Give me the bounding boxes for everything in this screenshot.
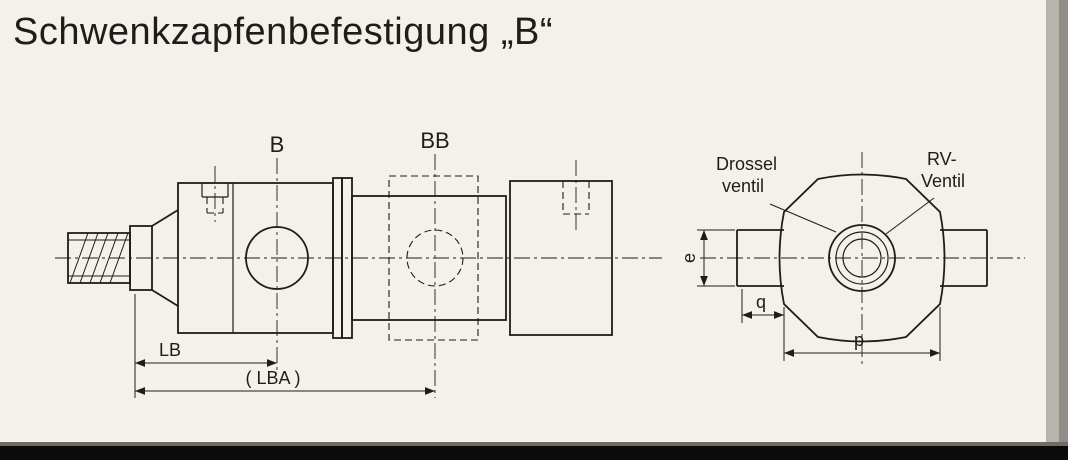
page-title: Schwenkzapfenbefestigung „B“	[13, 11, 553, 53]
dim-label-lba: ( LBA )	[245, 368, 300, 388]
dim-label-e: e	[679, 253, 699, 263]
label-trunnion-b: B	[270, 132, 285, 157]
dim-label-p: p	[854, 330, 864, 350]
scan-edge-bottom	[0, 446, 1068, 460]
front-head-body	[177, 166, 334, 334]
trunnion-pin-b-circle	[245, 226, 309, 290]
label-check-valve-line2: Ventil	[921, 171, 965, 191]
dimension-lb: LB	[134, 294, 277, 398]
label-throttle-valve-line1: Drossel	[716, 154, 777, 174]
trunnion-pin-left	[736, 229, 784, 287]
dimension-p: p	[783, 307, 941, 361]
check-valve-leader	[885, 197, 935, 235]
rod-collar	[129, 209, 179, 307]
side-view: B BB LB ( LBA )	[55, 128, 662, 398]
end-view: Drossel ventil RV- Ventil e q p	[679, 149, 1025, 368]
rear-head-body	[509, 160, 613, 336]
scan-edge-right-dark	[1059, 0, 1068, 460]
label-check-valve-line1: RV-	[927, 149, 957, 169]
cylinder-tube	[351, 195, 507, 321]
trunnion-pin-right	[940, 229, 988, 287]
throttle-valve-leader	[769, 203, 837, 233]
dimension-e: e	[679, 229, 735, 287]
valve-boss-circles	[828, 224, 896, 292]
scan-edge-bottom-fade	[0, 442, 1068, 447]
label-trunnion-bb: BB	[420, 128, 449, 153]
bb-trunnion-dashed	[388, 175, 479, 341]
dim-label-lb: LB	[159, 340, 181, 360]
trunnion-head-outline	[778, 173, 946, 343]
dimension-lba: ( LBA )	[135, 368, 435, 395]
dimension-q: q	[741, 289, 784, 323]
label-throttle-valve-line2: ventil	[722, 176, 764, 196]
dim-label-q: q	[756, 292, 766, 312]
